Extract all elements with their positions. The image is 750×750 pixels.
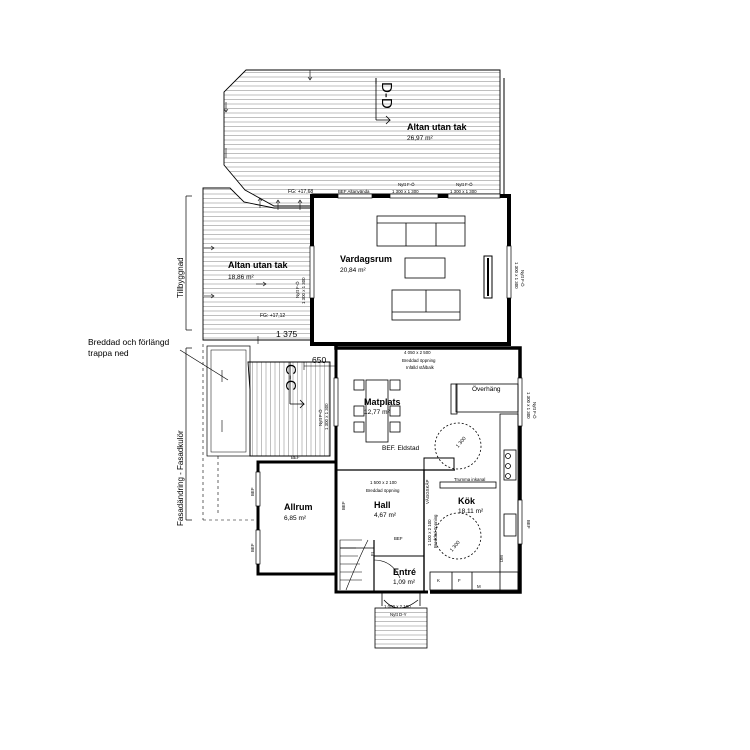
annotation-line1: Breddad och förlängd [88, 337, 170, 347]
kok-opening-label: Breddad öppning [433, 514, 438, 548]
trumma-label: Trumma inkanal [454, 477, 485, 482]
appliance-m: M [477, 584, 481, 589]
stair-landing [206, 345, 251, 457]
kok-opening-size: 1 100 x 2 100 [427, 519, 432, 546]
matplats-name: Matplats [364, 397, 401, 407]
dim-1300-bottom: 1 300 [449, 540, 462, 554]
top-deck [223, 69, 501, 207]
entre-name: Entré [393, 567, 416, 577]
entre-area: 1,09 m² [393, 579, 416, 586]
top-wall-bef: BEF Altanvända [338, 189, 370, 194]
eldstad-label: BEF. Eldstad [382, 445, 420, 452]
vardagsrum-window-right-label: Nytt F-Ö [520, 270, 525, 287]
kok-name: Kök [458, 496, 476, 506]
dim-650: 650 [312, 355, 326, 365]
entry-steps [374, 607, 428, 649]
matplats-area: 12,77 m² [364, 409, 390, 416]
top-window2-size: 1 300 x 1 300 [450, 189, 477, 194]
dimension-lines [257, 336, 337, 370]
matplats-opening-line2: Infälld stålbalk [406, 365, 435, 370]
overhang-label: Överhäng [472, 385, 501, 393]
kok-area: 18,11 m² [458, 508, 484, 515]
left-deck [202, 187, 313, 341]
bef-allrum-left-2: BEF [250, 543, 255, 552]
top-window2-label: Nytt F-Ö [456, 182, 473, 187]
entry-door-label: Nytt D-Y [390, 612, 407, 617]
allrum-area: 6,85 m² [284, 515, 307, 522]
bef-allrum-right: BEF [341, 501, 346, 510]
dim-1300-top: 1 300 [455, 436, 468, 450]
kok-window-size: 1 300 x 1 300 [526, 392, 531, 419]
allrum-name: Allrum [284, 502, 313, 512]
kitchen-counter [499, 413, 519, 593]
matplats-opening-line1: Breddad öppning [402, 358, 436, 363]
stair-landing-inner [210, 349, 247, 453]
extension-outline [202, 344, 258, 521]
el-label: EL [370, 550, 375, 556]
altan-top-name: Altan utan tak [407, 122, 468, 132]
section-line-cc [289, 362, 305, 409]
kitchen-island [455, 383, 519, 413]
vardagsrum-area: 20,84 m² [340, 267, 366, 274]
tv-unit [483, 255, 493, 299]
kok-window-label: Nytt F-Ö [532, 402, 537, 419]
altan-left-name: Altan utan tak [228, 260, 289, 270]
top-window1-size: 1 300 x 1 300 [392, 189, 419, 194]
sofa-top [376, 215, 466, 247]
deck-arrows [204, 70, 313, 432]
appliance-k: K [437, 578, 440, 583]
appliance-dm: DM [499, 555, 504, 562]
coffee-table [404, 257, 446, 279]
appliance-f: F [458, 578, 461, 583]
furniture [353, 215, 519, 593]
bef-left-wall: BEF [291, 455, 300, 460]
staircase [339, 539, 401, 591]
entry-door [381, 592, 421, 609]
altan-left-area: 18,86 m² [228, 274, 254, 281]
dim-1375: 1 375 [276, 329, 298, 339]
matplats-opening-size: 4 050 x 2 500 [404, 350, 431, 355]
vardagsrum-window-left-label: Nytt F-Ö [295, 281, 300, 298]
side-label-fasad: Fasadändring - Fasadkulör [176, 430, 185, 526]
vardagsrum-name: Vardagsrum [340, 254, 392, 264]
section-cc-label: C-C [282, 364, 299, 391]
level-fg-top: FG: +17,68 [288, 189, 313, 195]
side-guides [179, 195, 229, 521]
section-line-dd [375, 78, 391, 125]
window-marks [255, 193, 523, 565]
dining-table [365, 379, 389, 443]
vardagsrum-window-right-size: 1 300 x 1 300 [514, 262, 519, 289]
fireplace [423, 457, 455, 471]
bef-kok-right: BEF [526, 520, 531, 529]
side-label-tillbyggnad: Tillbyggnad [176, 257, 185, 298]
altan-top-area: 26,97 m² [407, 135, 433, 142]
turning-circle-1 [434, 422, 482, 470]
vardagsrum-window-left-size: 1 300 x 1 300 [301, 277, 306, 304]
top-window1-label: Nytt F-Ö [398, 182, 415, 187]
hall-area: 4,67 m² [374, 512, 397, 519]
hall-name: Hall [374, 500, 391, 510]
hall-opening-label: Breddad öppning [366, 488, 400, 493]
entry-door-size: 1 000 x 2 100 [384, 604, 411, 609]
section-dd-label: D-D [378, 82, 395, 109]
annotation-line2: trappa ned [88, 348, 129, 358]
vaggskap-label: VÄGGSKÅP [425, 480, 430, 504]
bef-hall: BEF [394, 536, 403, 541]
bef-allrum-left-1: BEF [250, 487, 255, 496]
matplats-window-label: Nytt F-Ö [318, 409, 323, 426]
level-fg-left: FG: +17,12 [260, 313, 285, 319]
hall-opening-size: 1 500 x 2 100 [370, 480, 397, 485]
turning-circle-2 [434, 512, 482, 560]
matplats-window-size: 1 300 x 1 300 [324, 403, 329, 430]
